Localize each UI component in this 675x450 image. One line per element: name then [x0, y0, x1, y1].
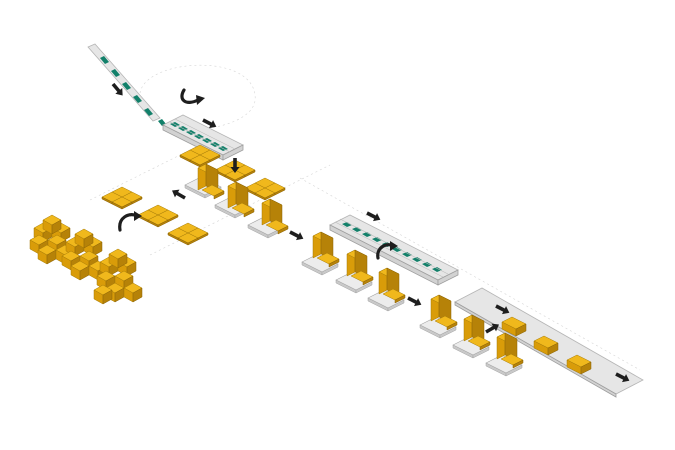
product-blank [244, 177, 286, 201]
feed-chute [87, 43, 166, 126]
stacked-product-pile [29, 214, 143, 305]
product-blank [137, 204, 179, 228]
arrow-right-icon [405, 293, 424, 309]
product-blank [101, 186, 143, 210]
arrow-left-icon [169, 186, 188, 202]
arrow-right-icon [364, 208, 383, 224]
product-blank [167, 222, 209, 246]
rotate-arrow-icon [180, 88, 205, 105]
rotate-arrow-icon [118, 211, 142, 232]
rotation-arrows [118, 88, 398, 260]
loose-blanks [101, 186, 209, 246]
rotate-arrow-icon [376, 241, 398, 260]
arrow-right-icon [287, 227, 306, 243]
